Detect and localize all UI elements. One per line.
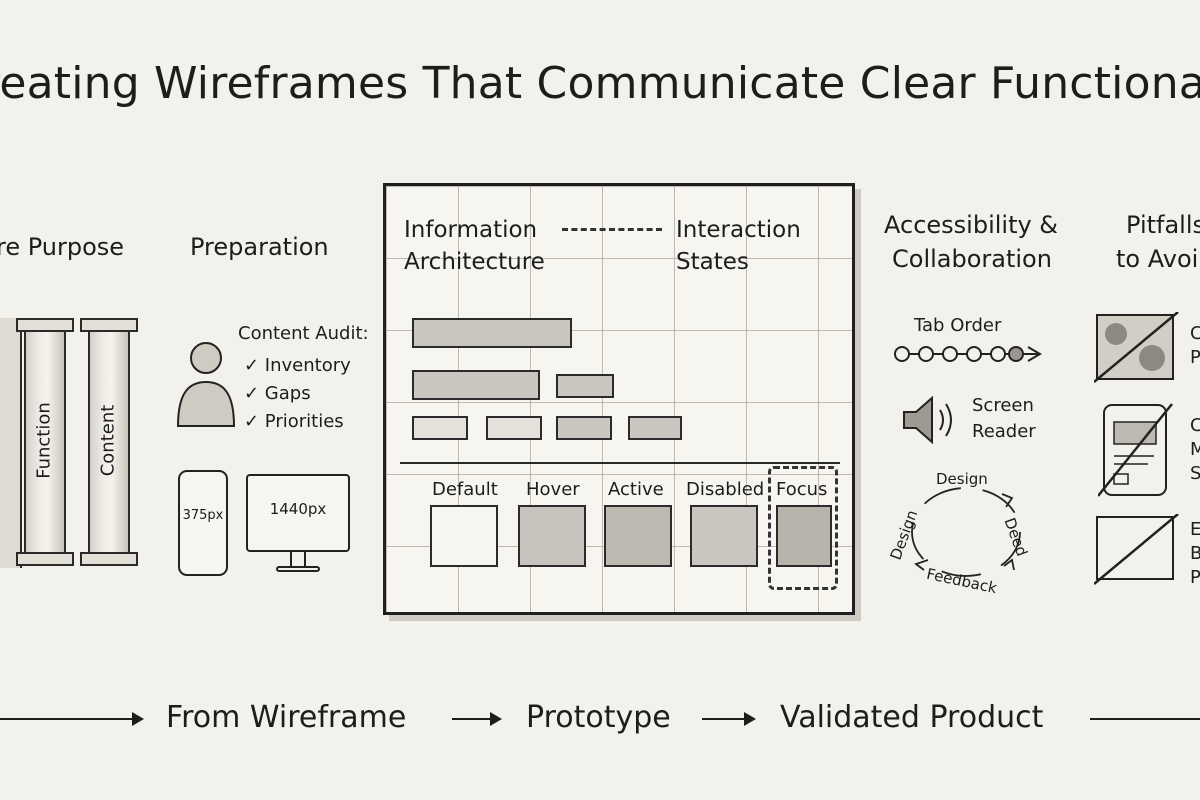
pitfall-2-line1: C xyxy=(1190,415,1200,436)
monitor-icon: 1440px xyxy=(246,474,350,552)
speaker-icon xyxy=(903,395,952,445)
pitfall-3-line1: E xyxy=(1190,519,1200,540)
flow-arrow-head xyxy=(490,712,502,726)
audit-item-priorities: ✓ Priorities xyxy=(244,411,344,432)
states-label-line2: States xyxy=(676,249,749,275)
ia-label-line2: Architecture xyxy=(404,249,545,275)
pitfall-2-line3: S xyxy=(1190,463,1200,484)
focus-ring xyxy=(768,466,838,590)
flow-step-validated-product: Validated Product xyxy=(780,700,1044,735)
state-box-default xyxy=(430,505,498,567)
audit-item-inventory: ✓ Inventory xyxy=(244,355,351,376)
pitfall-empty-icon xyxy=(1094,514,1179,585)
section-label-preparation: Preparation xyxy=(190,233,329,261)
pitfall-3-line2: B xyxy=(1190,543,1200,564)
flow-arrow-line xyxy=(452,718,492,720)
pillar-label-content: Content xyxy=(97,404,119,477)
flow-arrow-line xyxy=(1090,718,1200,720)
flow-step-prototype: Prototype xyxy=(526,700,671,735)
pitfall-1-line2: P xyxy=(1190,347,1200,368)
state-box-active xyxy=(604,505,672,567)
pitfall-mobile-icon xyxy=(1098,403,1173,497)
ia-block xyxy=(412,370,540,400)
pillar-partial xyxy=(0,318,22,568)
ia-label-line1: Information xyxy=(404,217,538,243)
pillar-function xyxy=(24,330,66,555)
ia-block xyxy=(412,416,468,440)
screen-reader-line1: Screen xyxy=(972,395,1034,416)
monitor-width-label: 1440px xyxy=(269,500,327,518)
pitfall-1-line1: C xyxy=(1190,323,1200,344)
ia-block xyxy=(486,416,542,440)
pitfall-3-line3: P xyxy=(1190,567,1200,588)
ia-block xyxy=(556,416,612,440)
audit-item-gaps: ✓ Gaps xyxy=(244,383,311,404)
pillar-base xyxy=(80,552,138,566)
title-text: reating Wireframes That Communicate Clea… xyxy=(0,58,1200,109)
content-audit-title: Content Audit: xyxy=(238,323,369,344)
pitfall-2-line2: M xyxy=(1190,439,1200,460)
section-label-pitfalls-line1: Pitfalls xyxy=(1126,211,1200,239)
flow-arrow-line xyxy=(0,718,134,720)
tab-order-sequence xyxy=(894,346,1042,362)
flow-arrow-line xyxy=(702,718,746,720)
phone-icon: 375px xyxy=(178,470,228,576)
flow-arrow-head xyxy=(132,712,144,726)
states-label-line1: Interaction xyxy=(676,217,801,243)
state-label-active: Active xyxy=(608,479,664,500)
pitfall-cluttered-icon xyxy=(1094,312,1179,383)
monitor-base xyxy=(276,566,320,572)
design-cycle xyxy=(911,487,1021,577)
state-label-default: Default xyxy=(432,479,498,500)
cycle-label-design-top: Design xyxy=(936,470,988,488)
section-label-purpose: re Purpose xyxy=(0,233,125,261)
pillar-base xyxy=(16,552,74,566)
state-label-disabled: Disabled xyxy=(686,479,765,500)
frame-divider xyxy=(400,462,840,464)
pillar-content xyxy=(88,330,130,555)
pillar-label-function: Function xyxy=(33,402,55,479)
section-label-pitfalls-line2: to Avoi xyxy=(1116,245,1199,273)
ia-block xyxy=(556,374,614,398)
phone-width-label: 375px xyxy=(182,508,224,523)
flow-arrow-head xyxy=(744,712,756,726)
ia-block xyxy=(628,416,682,440)
page-title: reating Wireframes That Communicate Clea… xyxy=(0,58,1200,118)
screen-reader-line2: Reader xyxy=(972,421,1036,442)
monitor-stand xyxy=(290,552,306,566)
section-label-accessibility-line2: Collaboration xyxy=(892,245,1052,273)
state-label-hover: Hover xyxy=(526,479,580,500)
person-icon xyxy=(176,342,236,427)
dashed-connector xyxy=(562,228,662,231)
state-box-hover xyxy=(518,505,586,567)
section-label-accessibility-line1: Accessibility & xyxy=(884,211,1059,239)
flow-step-wireframe: From Wireframe xyxy=(166,700,407,735)
state-box-disabled xyxy=(690,505,758,567)
state-label-focus: Focus xyxy=(776,479,828,500)
tab-order-label: Tab Order xyxy=(914,315,1002,336)
state-box-focus xyxy=(776,505,832,567)
ia-block-header xyxy=(412,318,572,348)
